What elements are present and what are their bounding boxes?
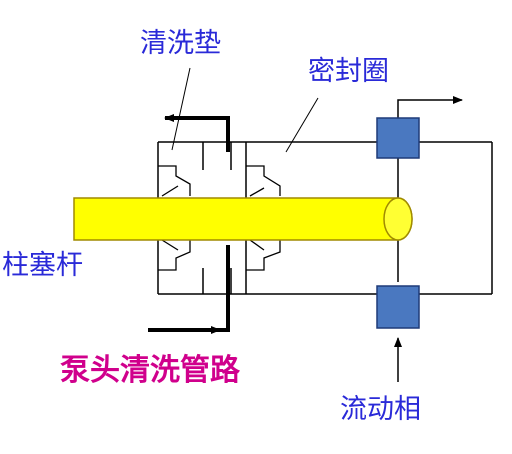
plunger-rod — [73, 197, 413, 241]
seal-ring — [246, 165, 281, 271]
outlet-arrow — [397, 96, 463, 118]
leader-lines — [171, 67, 319, 153]
seal-ring-label: 密封圈 — [308, 56, 389, 87]
mobile-phase-label: 流动相 — [340, 394, 421, 425]
pump-head-wash-line-label: 泵头清洗管路 — [60, 353, 240, 388]
plunger-rod-label: 柱塞杆 — [2, 250, 83, 281]
pump-housing — [157, 141, 493, 295]
inlet-check-valve — [376, 285, 420, 329]
wash-pad-label: 清洗垫 — [140, 28, 221, 59]
outlet-check-valve — [376, 117, 420, 159]
pump-head-wash-line — [148, 114, 230, 334]
wash-pad — [158, 165, 191, 271]
